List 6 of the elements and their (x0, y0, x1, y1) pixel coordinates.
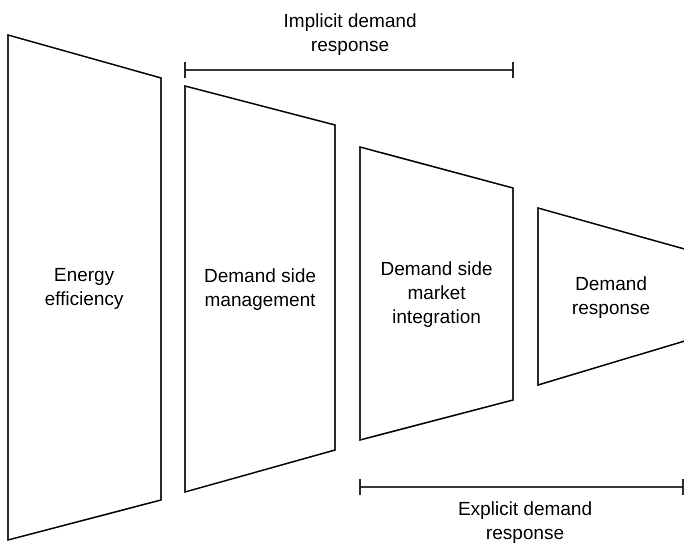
node-label: Demand side market integration (380, 258, 494, 330)
bracket-label: Explicit demand response (456, 498, 594, 546)
node-label: Demand response (570, 272, 652, 320)
node-label: Demand side management (203, 265, 317, 313)
bracket-label: Implicit demand response (282, 10, 418, 58)
node-label: Energy efficiency (44, 264, 124, 312)
